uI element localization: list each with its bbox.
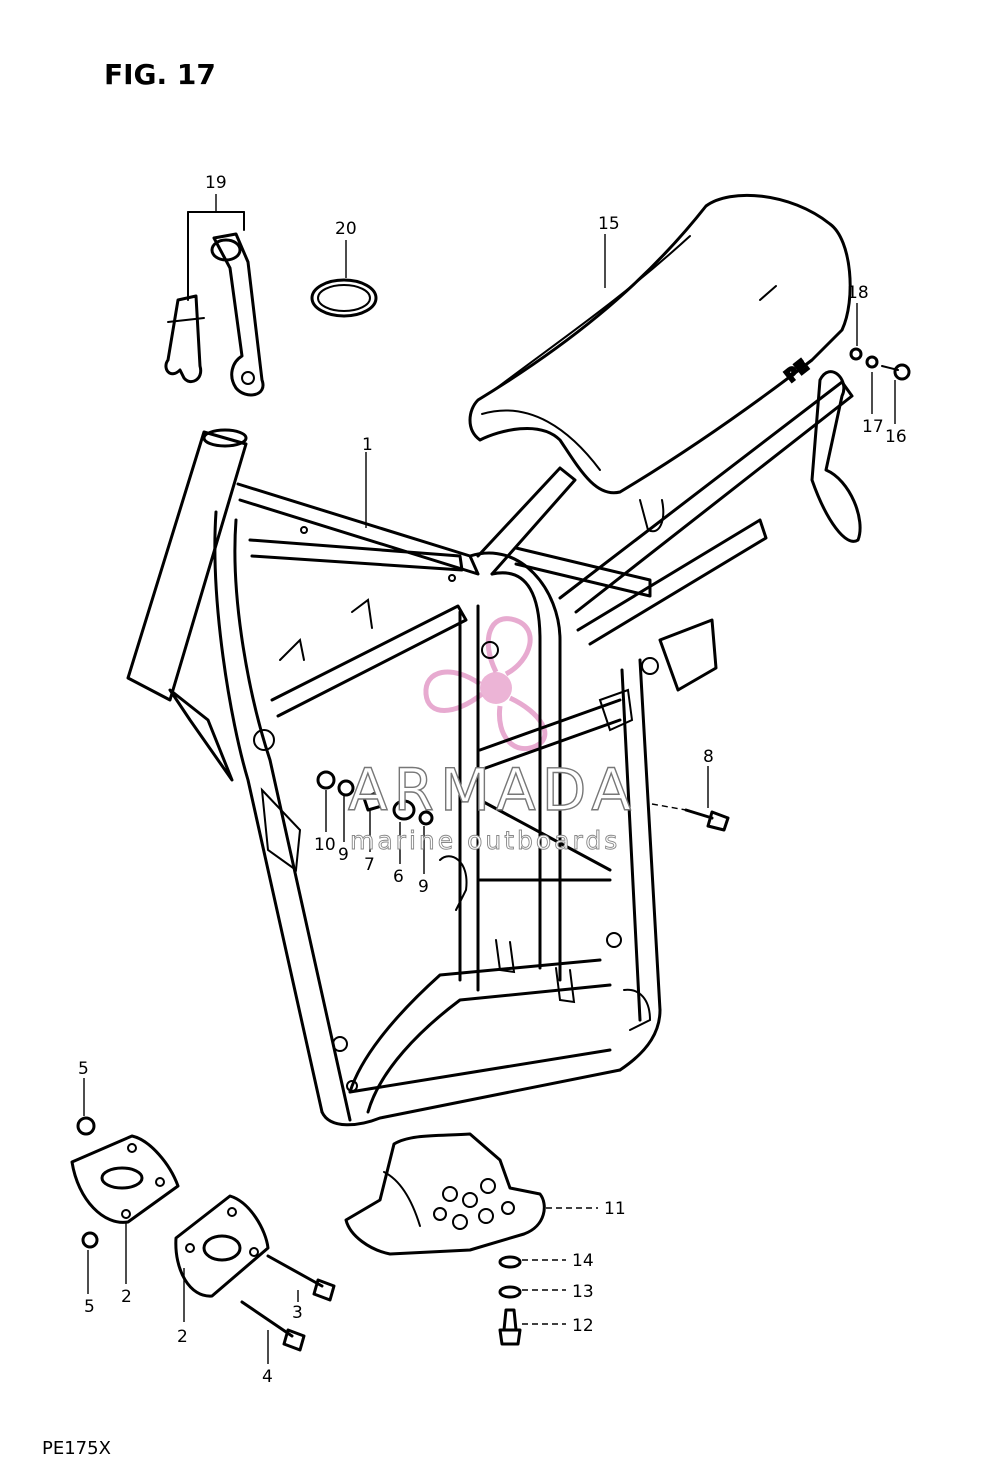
callout-13: 13: [572, 1282, 594, 1302]
callout-8: 8: [703, 747, 714, 767]
callout-16: 16: [885, 427, 907, 447]
callout-18: 18: [847, 283, 869, 303]
callout-9a: 9: [338, 845, 349, 865]
o-ring-part-20: [310, 278, 378, 318]
seat-part-15: [468, 193, 852, 495]
callout-11: 11: [604, 1199, 626, 1219]
callout-19: 19: [205, 173, 227, 193]
watermark-name: ARMADA: [347, 755, 638, 824]
tool-set-part-19: [164, 211, 265, 397]
callout-2b: 2: [177, 1327, 188, 1347]
model-code: PE175X: [42, 1438, 111, 1459]
propeller-icon: [423, 616, 548, 752]
callout-10: 10: [314, 835, 336, 855]
callout-14: 14: [572, 1251, 594, 1271]
callout-6: 6: [393, 867, 404, 887]
callout-1: 1: [362, 435, 373, 455]
callout-7: 7: [364, 855, 375, 875]
leader-lines: [83, 194, 896, 1364]
frame-part-1: [126, 370, 862, 1127]
callout-3: 3: [292, 1303, 303, 1323]
callout-12: 12: [572, 1316, 594, 1336]
callout-4: 4: [262, 1367, 273, 1387]
seat-lettering: PE: [781, 356, 812, 387]
callout-2a: 2: [121, 1287, 132, 1307]
callout-5b: 5: [84, 1297, 95, 1317]
skid-plate-part-11: [344, 1132, 546, 1346]
callout-20: 20: [335, 219, 357, 239]
callout-labels: 1 2 2 3 4 5 5 6 7 8 9 9 10 11 12 13 14 1…: [78, 173, 907, 1387]
callout-9b: 9: [418, 877, 429, 897]
mount-hardware: [316, 770, 730, 832]
callout-5a: 5: [78, 1059, 89, 1079]
watermark-tagline: marine outboards: [350, 826, 621, 856]
figure-title: FIG. 17: [104, 58, 216, 91]
callout-15: 15: [598, 214, 620, 234]
seat-bolt-set: [849, 347, 911, 381]
engine-mount-plates: [70, 1116, 336, 1352]
callout-17: 17: [862, 417, 884, 437]
